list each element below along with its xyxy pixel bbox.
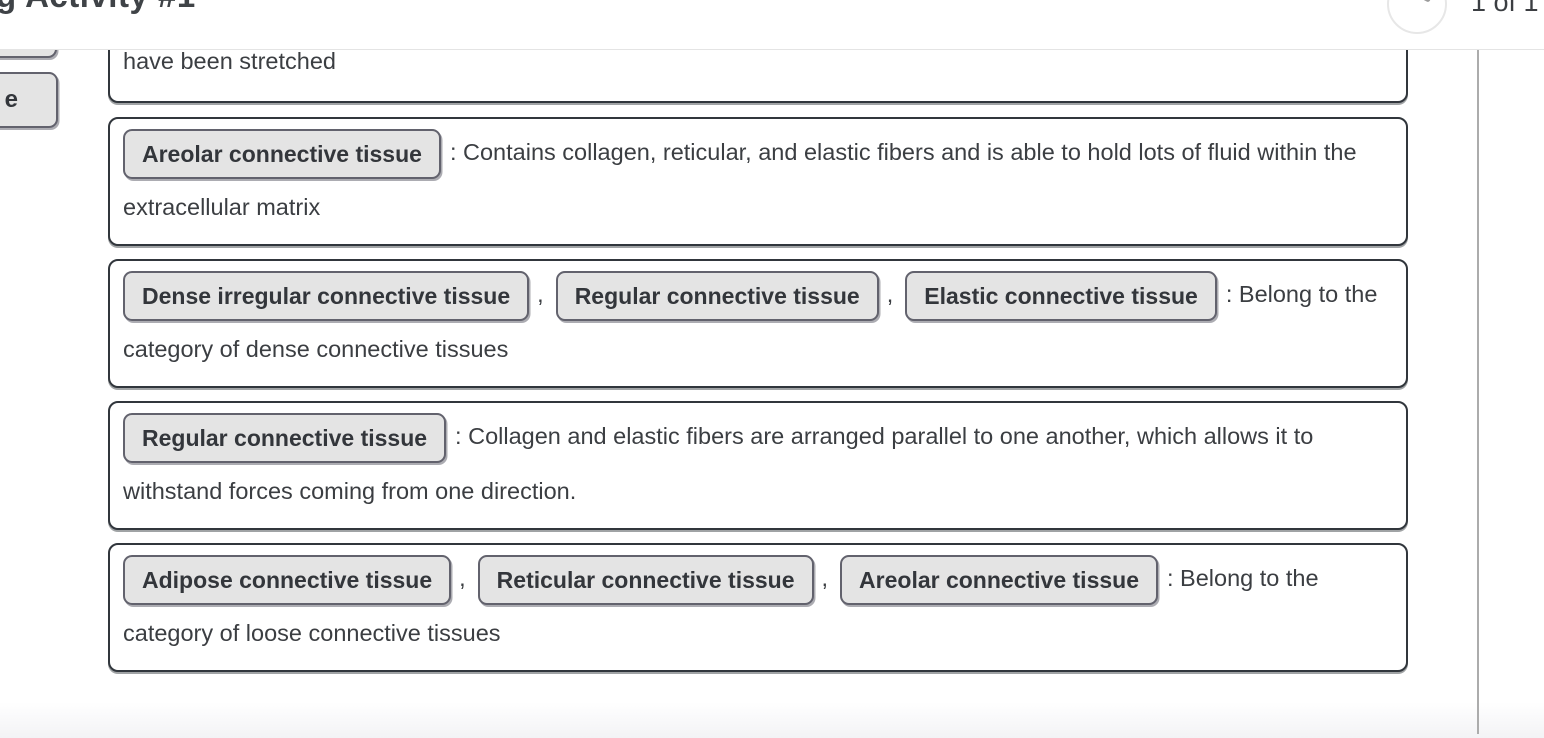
clock-icon [1387,0,1447,34]
chip-separator: , [459,565,466,592]
page-counter: 1 of 1 [1471,0,1539,17]
match-description: : Collagen and elastic fibers are arrang… [123,423,1314,505]
match-content: Dense irregular connective tissue, Regula… [123,268,1393,376]
word-bank-chip-label: e [4,86,18,113]
match-description: : Belong to the category of loose connec… [123,565,1319,647]
header-bar: g Activity #1 1 of 1 [0,0,1544,50]
match-list: Areolar connective tissue: Contains coll… [108,117,1408,685]
match-content: Areolar connective tissue: Contains coll… [123,126,1393,234]
tissue-chip[interactable]: Reticular connective tissue [477,554,814,606]
bottom-fade [0,702,1544,738]
match-content: Adipose connective tissue, Reticular conn… [123,552,1393,660]
match-item: Regular connective tissue: Collagen and … [108,401,1408,531]
match-item: Areolar connective tissue: Contains coll… [108,117,1408,247]
clock-hand-icon [1398,0,1432,3]
tissue-chip[interactable]: Regular connective tissue [555,270,879,322]
tissue-chip[interactable]: Areolar connective tissue [123,128,441,180]
partial-match-text: have been stretched [123,48,336,74]
activity-title: g Activity #1 [0,0,196,15]
chip-separator: , [537,281,544,308]
match-content: Regular connective tissue: Collagen and … [123,410,1393,518]
tissue-chip[interactable]: Regular connective tissue [123,412,447,464]
chip-separator: , [821,565,829,592]
match-description: : Contains collagen, reticular, and elas… [123,139,1357,221]
tissue-chip[interactable]: Elastic connective tissue [905,270,1217,322]
match-item: Adipose connective tissue, Reticular conn… [108,543,1408,673]
tissue-chip[interactable]: Areolar connective tissue [840,554,1158,606]
match-description: : Belong to the category of dense connec… [123,281,1378,363]
tissue-chip[interactable]: Dense irregular connective tissue [123,270,530,322]
chip-separator: , [886,281,894,308]
match-item: Dense irregular connective tissue, Regula… [108,259,1408,389]
word-bank-chip-fragment[interactable]: e [0,72,58,128]
panel-divider [1477,50,1479,734]
tissue-chip[interactable]: Adipose connective tissue [123,554,452,606]
